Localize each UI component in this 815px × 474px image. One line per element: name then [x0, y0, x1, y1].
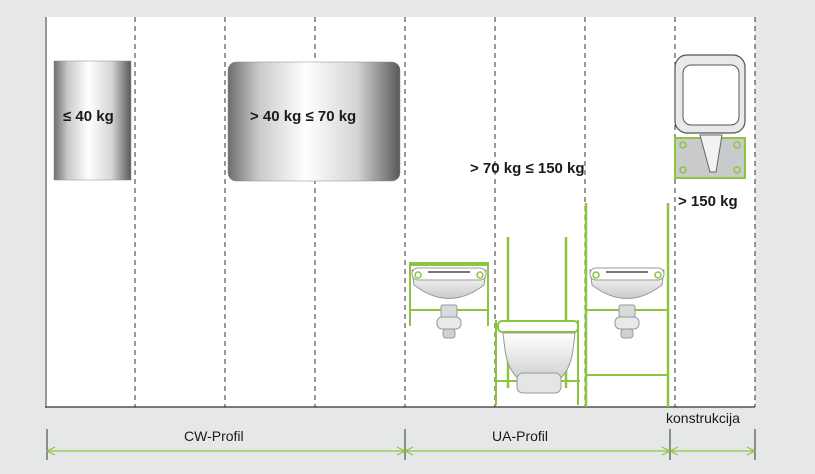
dimension-line [45, 429, 757, 460]
cabinet-large [227, 61, 401, 182]
tv-appliance [674, 54, 746, 179]
label-medium: > 70 kg ≤ 150 kg [470, 160, 585, 177]
dim-label-cw: CW-Profil [180, 428, 248, 444]
washbasin-right [584, 203, 670, 407]
cabinet-small [53, 60, 132, 181]
dim-label-ua: UA-Profil [488, 428, 553, 444]
label-box-small: ≤ 40 kg [63, 108, 114, 125]
label-box-large: > 40 kg ≤ 70 kg [250, 108, 357, 125]
label-heavy: > 150 kg [678, 193, 738, 210]
washbasin-left [409, 262, 489, 339]
dim-label-construction: konstrukcija [664, 410, 742, 426]
wc-frame [495, 237, 580, 405]
